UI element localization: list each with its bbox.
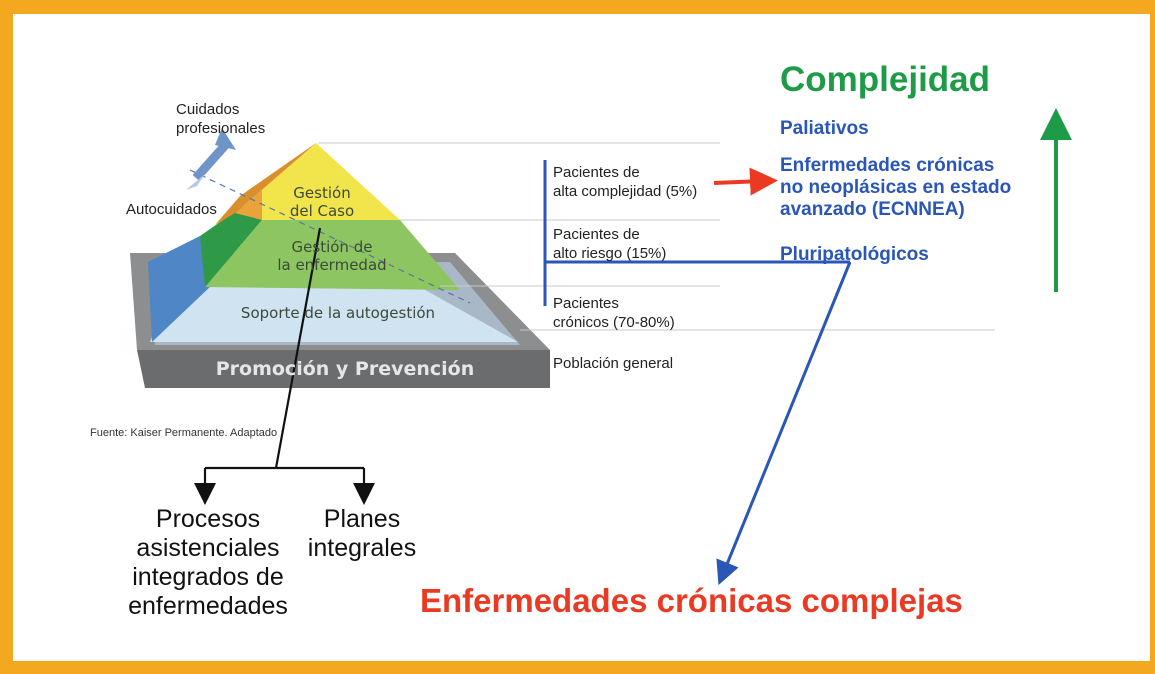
level-general-population: Población general [553,355,674,372]
self-management-label: Soporte de la autogestión [240,304,436,322]
complex-chronic-diseases-title: Enfermedades crónicas complejas [420,582,963,619]
source-note: Fuente: Kaiser Permanente. Adaptado [90,427,278,439]
red-arrow [713,167,778,196]
pyramid-left-face-green [200,193,262,287]
blue-arrow-to-complex [716,261,852,586]
promotion-layer [137,350,550,388]
case-layer [262,143,400,220]
complexity-pluripathologic: Pluripatológicos [780,244,929,265]
professional-care-label: Cuidados profesionales [176,101,266,137]
level-high-risk: Pacientes de alto riesgo (15%) [553,226,667,262]
disease-management-label: Gestión de la enfermedad [277,238,387,274]
black-connector-line [274,227,322,469]
care-arrow-up-head [215,128,236,150]
care-division-dashed-line [189,169,471,304]
pyramid-left-face-blue [148,236,212,342]
support-layer [150,287,518,342]
care-double-arrow [192,139,232,181]
complexity-title: Complejidad [780,60,991,99]
output-integrated-processes: Procesos asistenciales integrados de enf… [128,505,288,620]
level-high-complexity: Pacientes de alta complejidad (5%) [553,164,698,200]
disease-layer [205,220,460,290]
pyramid-apex-shade [215,143,316,225]
complexity-palliative: Paliativos [780,118,869,139]
self-care-label: Autocuidados [126,201,217,218]
case-management-label: Gestión del Caso [289,184,355,220]
promotion-prevention-label: Promoción y Prevención [215,358,475,380]
output-integral-plans: Planes integrales [307,505,417,562]
complexity-ecnnea: Enfermedades crónicas no neoplásicas en … [780,155,1012,220]
pyramid-left-face-orange [235,143,316,220]
care-arrow-down-head [186,174,205,190]
level-chronic: Pacientes crónicos (70-80%) [553,295,675,331]
